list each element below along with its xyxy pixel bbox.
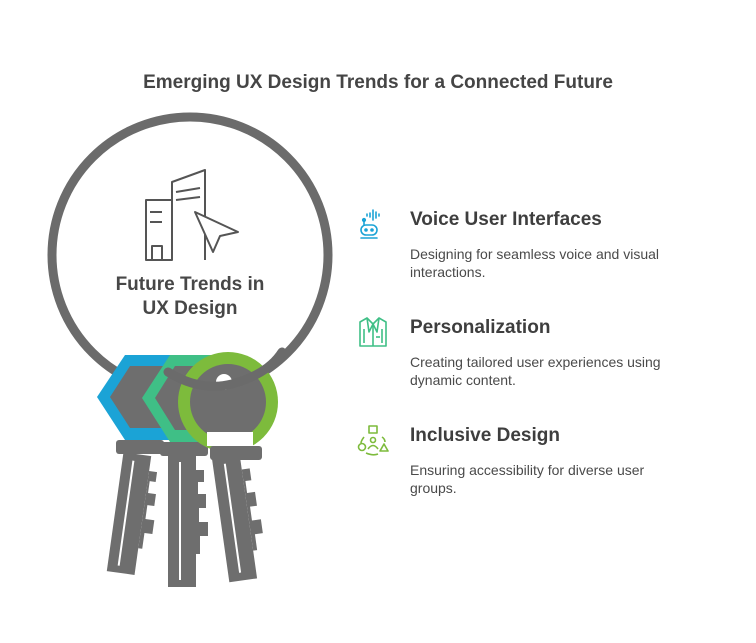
tailored-jacket-icon xyxy=(359,317,387,347)
buildings-cursor-icon xyxy=(145,169,239,261)
center-label-line1: Future Trends in xyxy=(115,274,265,295)
trend-description: Ensuring accessibility for diverse user … xyxy=(410,462,645,496)
center-label-line2: UX Design xyxy=(142,298,238,319)
trend-heading: Personalization xyxy=(410,317,551,338)
diverse-people-icon xyxy=(357,425,389,456)
trend-heading: Voice User Interfaces xyxy=(410,209,602,230)
diagram-title: Emerging UX Design Trends for a Connecte… xyxy=(143,72,613,93)
trend-description: Creating tailored user experiences using… xyxy=(410,354,661,388)
trend-description: Designing for seamless voice and visual … xyxy=(410,246,660,280)
voice-robot-icon xyxy=(360,209,380,239)
center-label: Future Trends in UX Design xyxy=(95,273,285,321)
trend-heading: Inclusive Design xyxy=(410,425,560,446)
key-ring xyxy=(47,112,333,398)
